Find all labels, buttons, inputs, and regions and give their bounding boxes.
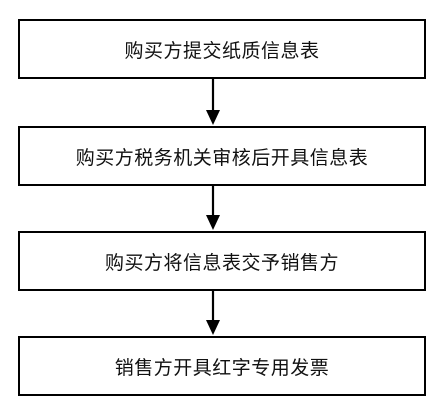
- step-box-submit-paper-form: 购买方提交纸质信息表: [18, 19, 426, 79]
- down-arrow-icon: [203, 79, 223, 126]
- step-label: 销售方开具红字专用发票: [114, 356, 330, 379]
- step-box-tax-authority-review: 购买方税务机关审核后开具信息表: [18, 126, 426, 186]
- step-label: 购买方税务机关审核后开具信息表: [75, 146, 369, 169]
- down-arrow-icon: [203, 291, 223, 336]
- step-box-issue-red-invoice: 销售方开具红字专用发票: [18, 336, 426, 396]
- step-box-deliver-form-to-seller: 购买方将信息表交予销售方: [18, 231, 426, 291]
- down-arrow-icon: [203, 186, 223, 231]
- step-label: 购买方提交纸质信息表: [124, 39, 320, 62]
- step-label: 购买方将信息表交予销售方: [104, 251, 339, 274]
